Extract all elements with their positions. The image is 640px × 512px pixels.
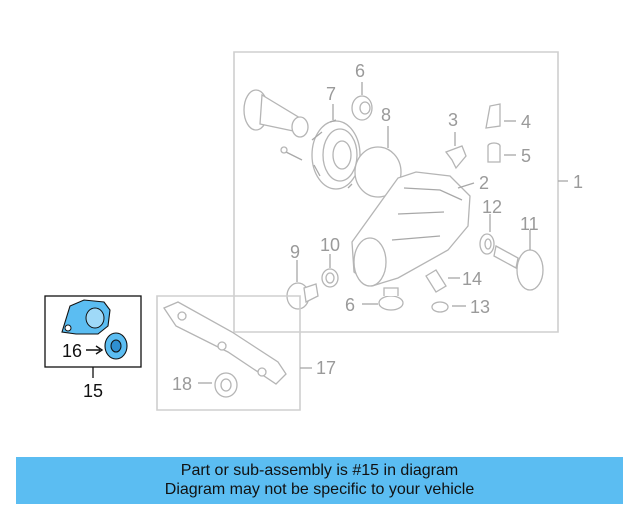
output-flange xyxy=(493,245,544,291)
callout-6a: 6 xyxy=(355,61,365,81)
banner-line-1: Part or sub-assembly is #15 in diagram xyxy=(180,462,459,479)
callout-9: 9 xyxy=(290,242,300,262)
gasket-ring xyxy=(354,146,402,198)
callout-12: 12 xyxy=(482,197,502,217)
sleeve-14 xyxy=(425,269,447,293)
seal-10 xyxy=(321,268,339,288)
callout-4: 4 xyxy=(521,112,531,132)
ring-gear xyxy=(311,119,361,190)
callout-7: 7 xyxy=(326,84,336,104)
callout-3: 3 xyxy=(448,110,458,130)
seal-12 xyxy=(479,233,495,255)
arrow-16 xyxy=(86,345,104,355)
bracket-3 xyxy=(444,145,467,170)
vent-5 xyxy=(487,142,501,163)
banner-line-2: Diagram may not be specific to your vehi… xyxy=(164,481,475,498)
pinion-flange xyxy=(243,89,309,161)
leader-2 xyxy=(457,182,475,189)
callout-8: 8 xyxy=(381,105,391,125)
callout-15: 15 xyxy=(83,381,103,401)
differential-housing xyxy=(351,171,471,287)
nut-13 xyxy=(431,301,449,313)
callout-17: 17 xyxy=(316,358,336,378)
callout-14: 14 xyxy=(462,269,482,289)
parts-diagram: 1 7 6 8 3 4 5 xyxy=(44,51,583,411)
callout-2: 2 xyxy=(479,173,489,193)
callout-18: 18 xyxy=(172,374,192,394)
callout-6b: 6 xyxy=(345,295,355,315)
highlighted-bushing-16 xyxy=(104,332,128,360)
differential-assembly-frame xyxy=(233,51,559,333)
info-banner: Part or sub-assembly is #15 in diagram D… xyxy=(16,457,623,504)
mount-bracket-frame xyxy=(156,295,301,411)
seal-top xyxy=(351,95,373,121)
highlighted-mount-housing xyxy=(61,299,111,335)
callout-10: 10 xyxy=(320,235,340,255)
callout-5: 5 xyxy=(521,146,531,166)
callout-16: 16 xyxy=(62,341,82,361)
callout-1: 1 xyxy=(573,172,583,192)
plug-4 xyxy=(485,103,501,129)
mount-bracket xyxy=(163,301,287,385)
bushing-18 xyxy=(214,372,238,398)
bushing-6 xyxy=(378,287,404,311)
callout-13: 13 xyxy=(470,297,490,317)
callout-11: 11 xyxy=(520,214,539,234)
